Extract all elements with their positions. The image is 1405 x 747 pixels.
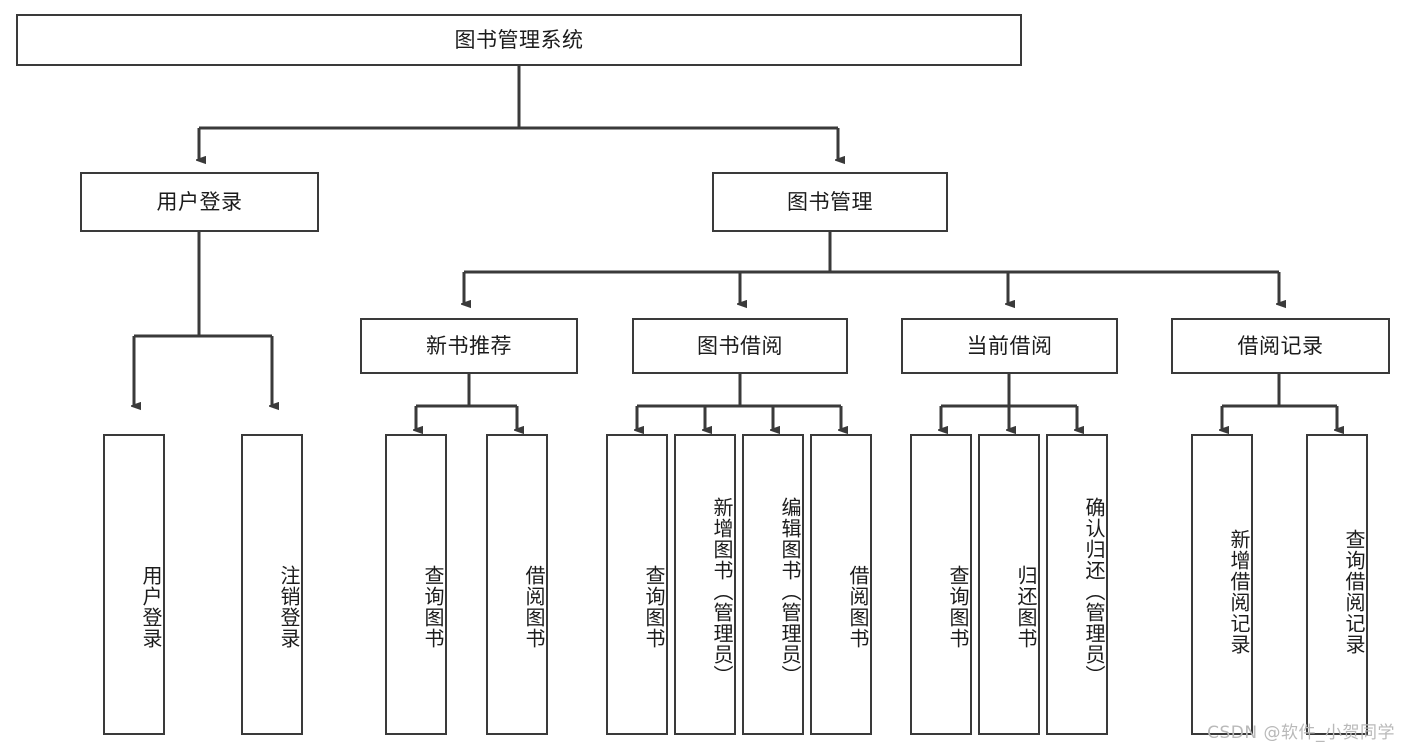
node-new-book-rec[interactable]: 新书推荐 [360, 318, 578, 374]
node-root-system[interactable]: 图书管理系统 [16, 14, 1022, 66]
node-leaf-query-book-2[interactable]: 查询图书 [606, 434, 668, 735]
node-leaf-user-logout[interactable]: 注销登录 [241, 434, 303, 735]
node-label: 查询图书 [946, 564, 970, 649]
node-leaf-return-book[interactable]: 归还图书 [978, 434, 1040, 735]
node-current-borrow[interactable]: 当前借阅 [901, 318, 1118, 374]
node-leaf-add-record[interactable]: 新增借阅记录 [1191, 434, 1253, 735]
node-leaf-add-book[interactable]: 新增图书（管理员） [674, 434, 736, 735]
node-label: 查询图书 [421, 564, 445, 649]
node-book-manage[interactable]: 图书管理 [712, 172, 948, 232]
node-label: 借阅图书 [522, 564, 546, 649]
node-leaf-confirm-return[interactable]: 确认归还（管理员） [1046, 434, 1108, 735]
node-label: 借阅图书 [846, 564, 870, 649]
node-leaf-borrow-book-1[interactable]: 借阅图书 [486, 434, 548, 735]
node-borrow-record[interactable]: 借阅记录 [1171, 318, 1390, 374]
node-leaf-query-book-3[interactable]: 查询图书 [910, 434, 972, 735]
node-leaf-borrow-book-2[interactable]: 借阅图书 [810, 434, 872, 735]
node-label: 图书管理 [787, 189, 873, 214]
node-label: 确认归还（管理员） [1082, 497, 1106, 686]
node-label: 新书推荐 [426, 333, 512, 358]
node-label: 用户登录 [156, 189, 243, 214]
node-leaf-query-record[interactable]: 查询借阅记录 [1306, 434, 1368, 735]
node-book-borrow[interactable]: 图书借阅 [632, 318, 848, 374]
node-user-login[interactable]: 用户登录 [80, 172, 319, 232]
node-label: 图书借阅 [697, 333, 783, 358]
node-label: 查询借阅记录 [1342, 528, 1366, 655]
node-label: 编辑图书（管理员） [778, 497, 802, 686]
node-label: 新增图书（管理员） [710, 497, 734, 686]
node-leaf-user-login[interactable]: 用户登录 [103, 434, 165, 735]
node-leaf-edit-book[interactable]: 编辑图书（管理员） [742, 434, 804, 735]
watermark-text: CSDN @软件_小贺同学 [1207, 723, 1395, 743]
node-label: 当前借阅 [966, 333, 1053, 358]
node-leaf-query-book-1[interactable]: 查询图书 [385, 434, 447, 735]
node-label: 查询图书 [642, 564, 666, 649]
node-label: 借阅记录 [1237, 333, 1324, 358]
node-label: 图书管理系统 [454, 27, 584, 52]
node-label: 新增借阅记录 [1227, 528, 1251, 655]
node-label: 注销登录 [277, 564, 301, 649]
node-label: 归还图书 [1014, 564, 1038, 649]
node-label: 用户登录 [139, 564, 163, 649]
